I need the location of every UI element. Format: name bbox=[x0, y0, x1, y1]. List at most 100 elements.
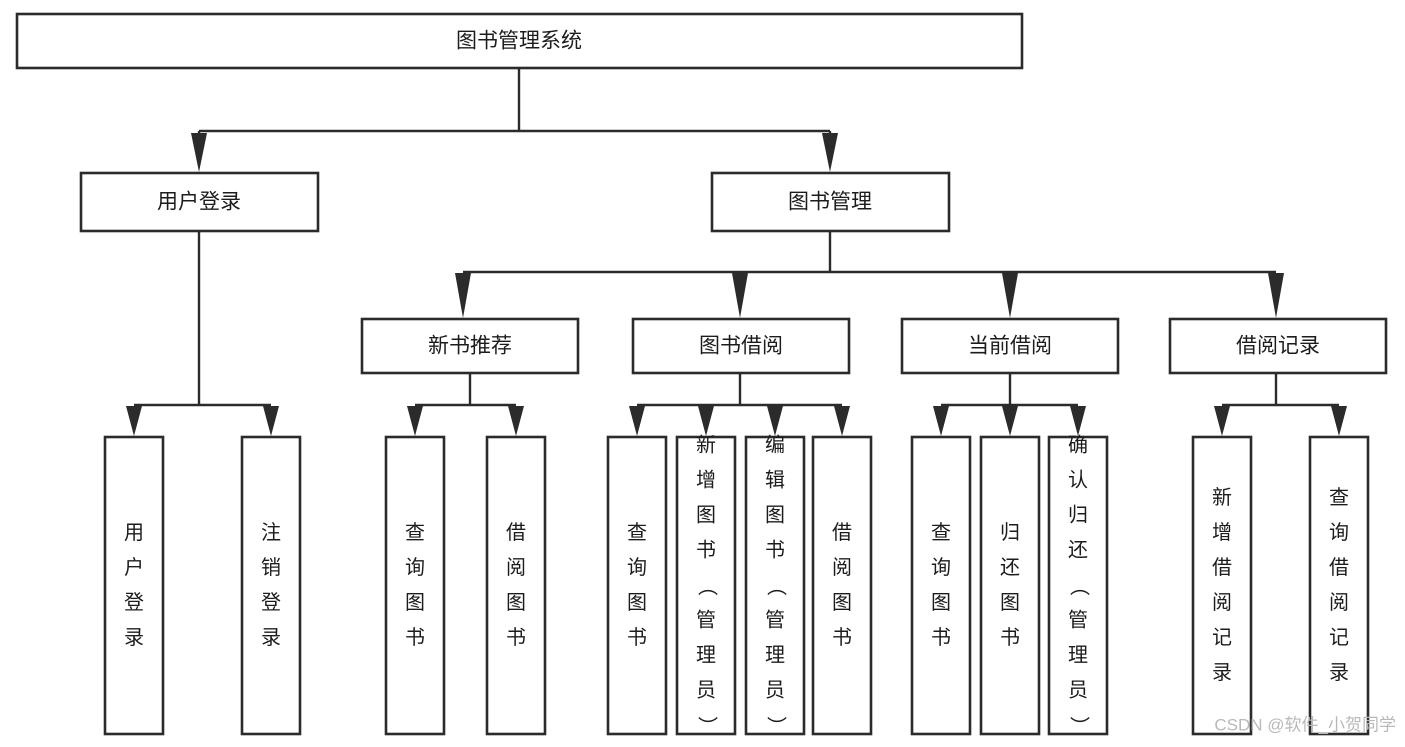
arrowhead-currentborrow-leaf-1 bbox=[933, 406, 949, 436]
node-label-borrow-record: 借阅记录 bbox=[1236, 335, 1320, 358]
svg-text:查: 查 bbox=[627, 521, 647, 544]
node-current-borrow[interactable]: 当前借阅 bbox=[900, 317, 1120, 375]
svg-text:书: 书 bbox=[1000, 626, 1020, 649]
svg-text:询: 询 bbox=[405, 556, 425, 579]
leaf-box-user-login-login[interactable] bbox=[103, 435, 165, 736]
svg-text:用: 用 bbox=[124, 522, 144, 544]
node-box-book-manage[interactable] bbox=[710, 171, 951, 233]
svg-text:阅: 阅 bbox=[506, 556, 526, 579]
leaf-box-new-book-query[interactable] bbox=[384, 435, 446, 736]
node-box-current-borrow[interactable] bbox=[900, 317, 1120, 375]
svg-text:阅: 阅 bbox=[832, 556, 852, 579]
leaf-box-book-borrow-borrow[interactable] bbox=[811, 435, 873, 736]
svg-text:）: ） bbox=[696, 716, 719, 736]
svg-text:（: （ bbox=[765, 576, 788, 596]
svg-text:登: 登 bbox=[124, 591, 144, 614]
connector-layer bbox=[126, 68, 1347, 436]
svg-text:认: 认 bbox=[1068, 468, 1088, 491]
leaf-box-new-book-borrow[interactable] bbox=[485, 435, 547, 736]
svg-text:增: 增 bbox=[1212, 521, 1232, 544]
svg-text:）: ） bbox=[1068, 716, 1091, 736]
svg-text:编: 编 bbox=[765, 433, 785, 456]
svg-text:查: 查 bbox=[1329, 486, 1349, 509]
svg-text:查: 查 bbox=[931, 521, 951, 544]
leaf-user-login-login[interactable]: 用户登录 bbox=[103, 435, 165, 736]
leaf-box-book-borrow-edit[interactable] bbox=[744, 435, 806, 736]
leaf-box-borrow-record-add[interactable] bbox=[1191, 435, 1253, 736]
svg-text:管: 管 bbox=[765, 608, 785, 631]
node-root-system[interactable]: 图书管理系统 bbox=[15, 12, 1024, 70]
svg-text:图: 图 bbox=[765, 504, 785, 526]
arrowhead-bookborrow-leaf-3 bbox=[767, 406, 783, 436]
svg-text:还: 还 bbox=[1000, 556, 1020, 579]
arrowhead-borrowrecord-leaf-1 bbox=[1214, 406, 1230, 436]
node-box-new-book-recommend[interactable] bbox=[360, 317, 580, 375]
leaf-box-book-borrow-query[interactable] bbox=[606, 435, 668, 736]
svg-text:录: 录 bbox=[1212, 662, 1232, 684]
svg-text:书: 书 bbox=[405, 626, 425, 649]
arrowhead-newbook-leaf-1 bbox=[407, 406, 423, 436]
svg-text:图: 图 bbox=[931, 592, 951, 614]
node-book-manage[interactable]: 图书管理 bbox=[710, 171, 951, 233]
svg-text:询: 询 bbox=[627, 556, 647, 579]
svg-text:图: 图 bbox=[696, 504, 716, 526]
node-box-borrow-record[interactable] bbox=[1168, 317, 1388, 375]
node-label-user-login: 用户登录 bbox=[157, 191, 241, 214]
leaf-label-user-login-login: 用户登录 bbox=[124, 522, 144, 649]
arrowhead-currentborrow-leaf-3 bbox=[1070, 406, 1086, 436]
node-box-user-login[interactable] bbox=[79, 171, 320, 233]
leaf-box-current-borrow-query[interactable] bbox=[910, 435, 972, 736]
leaf-box-current-borrow-confirm[interactable] bbox=[1047, 435, 1109, 736]
node-label-current-borrow: 当前借阅 bbox=[968, 335, 1052, 358]
arrowhead-currentborrow-leaf-2 bbox=[1002, 406, 1018, 436]
node-user-login[interactable]: 用户登录 bbox=[79, 171, 320, 233]
node-label-root: 图书管理系统 bbox=[456, 30, 582, 53]
svg-text:归: 归 bbox=[1068, 503, 1088, 526]
node-new-book-recommend[interactable]: 新书推荐 bbox=[360, 317, 580, 375]
leaf-box-current-borrow-return[interactable] bbox=[979, 435, 1041, 736]
svg-text:户: 户 bbox=[124, 556, 144, 579]
arrowhead-bookborrow-leaf-2 bbox=[698, 406, 714, 436]
node-borrow-record[interactable]: 借阅记录 bbox=[1168, 317, 1388, 375]
leaf-box-user-login-logout[interactable] bbox=[240, 435, 302, 736]
svg-text:记: 记 bbox=[1212, 626, 1232, 649]
svg-text:管: 管 bbox=[696, 608, 716, 631]
svg-text:书: 书 bbox=[832, 626, 852, 649]
leaf-box-book-borrow-add[interactable] bbox=[675, 435, 737, 736]
node-book-borrow[interactable]: 图书借阅 bbox=[631, 317, 851, 375]
svg-text:员: 员 bbox=[1068, 679, 1088, 701]
svg-text:注: 注 bbox=[261, 521, 281, 544]
svg-text:登: 登 bbox=[261, 591, 281, 614]
svg-text:书: 书 bbox=[506, 626, 526, 649]
svg-text:书: 书 bbox=[931, 626, 951, 649]
svg-text:借: 借 bbox=[832, 521, 852, 544]
node-box-book-borrow[interactable] bbox=[631, 317, 851, 375]
arrowhead-to-logout-leaf bbox=[263, 406, 279, 436]
svg-text:录: 录 bbox=[1329, 662, 1349, 684]
svg-text:书: 书 bbox=[627, 626, 647, 649]
svg-text:理: 理 bbox=[1068, 644, 1088, 666]
leaf-box-borrow-record-query[interactable] bbox=[1308, 435, 1370, 736]
node-box-root[interactable] bbox=[15, 12, 1024, 70]
svg-text:增: 增 bbox=[696, 468, 716, 491]
svg-text:录: 录 bbox=[261, 627, 281, 649]
